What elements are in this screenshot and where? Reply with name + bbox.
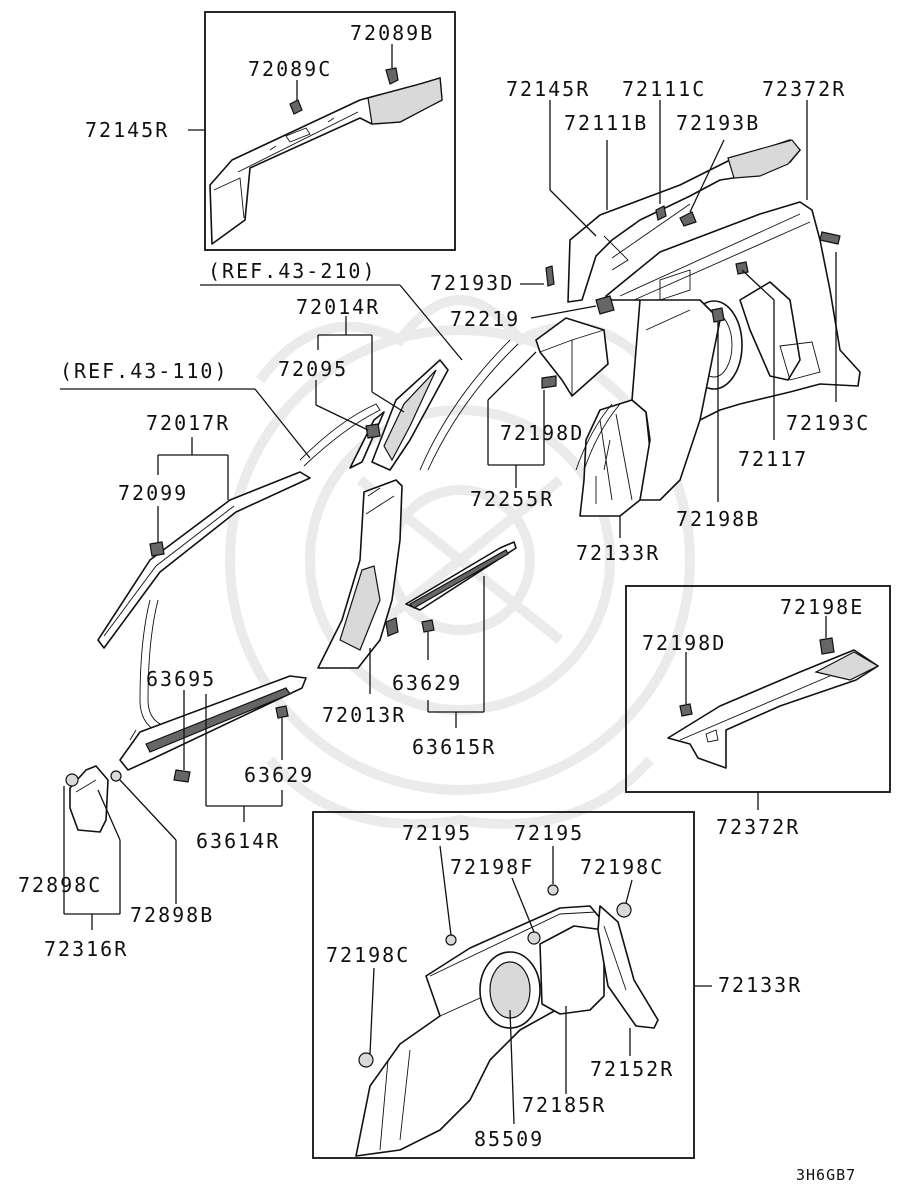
label-72372R-inset: 72372R (716, 815, 800, 839)
label-72145R-inset: 72145R (85, 118, 169, 142)
pillar-72014R (349, 359, 449, 471)
watermark-emblem (225, 295, 695, 829)
label-72198E: 72198E (780, 595, 864, 619)
diagram-code: 3H6GB7 (796, 1166, 856, 1184)
label-85509: 85509 (474, 1127, 544, 1151)
label-72198C-b: 72198C (326, 943, 410, 967)
label-72089B: 72089B (350, 21, 434, 45)
label-72195-a: 72195 (402, 821, 472, 845)
rail-line (419, 339, 511, 471)
label-72089C: 72089C (248, 57, 332, 81)
label-72198B: 72198B (676, 507, 760, 531)
label-63615R: 63615R (412, 735, 496, 759)
label-72145R: 72145R (506, 77, 590, 101)
label-72133R-inset: 72133R (718, 973, 802, 997)
rear-quarter-assembly (545, 139, 861, 517)
label-72133R-top: 72133R (576, 541, 660, 565)
label-63629-b: 63629 (244, 763, 314, 787)
clip-63629-b (275, 705, 289, 719)
label-72255R: 72255R (470, 487, 554, 511)
label-72316R: 72316R (44, 937, 128, 961)
label-72219: 72219 (450, 307, 520, 331)
clip-63629-a (421, 619, 435, 633)
clip-63695 (173, 769, 191, 783)
reference-43-110: (REF.43-110) (60, 359, 229, 383)
scuff-plate-63614R (119, 675, 307, 771)
inset-72372R-part (667, 637, 880, 769)
reference-43-210: (REF.43-210) (208, 259, 377, 283)
inset-72145R-part (209, 67, 443, 245)
label-72014R: 72014R (296, 295, 380, 319)
label-72095: 72095 (278, 357, 348, 381)
label-72152R: 72152R (590, 1057, 674, 1081)
label-72193C: 72193C (786, 411, 870, 435)
label-72198D-inset: 72198D (642, 631, 726, 655)
bracket-72255R (535, 317, 609, 397)
label-72013R: 72013R (322, 703, 406, 727)
label-72017R: 72017R (146, 411, 230, 435)
inset-72145R-frame (204, 11, 456, 251)
label-72195-b: 72195 (514, 821, 584, 845)
label-72198D: 72198D (500, 421, 584, 445)
rail-72017R (97, 403, 381, 649)
label-72111C: 72111C (622, 77, 706, 101)
kick-panel-72316R (65, 765, 122, 833)
label-72099: 72099 (118, 481, 188, 505)
label-72898C: 72898C (18, 873, 102, 897)
label-63629-a: 63629 (392, 671, 462, 695)
label-72193B: 72193B (676, 111, 760, 135)
inset-72133R-part (355, 884, 659, 1157)
inset-72133R-frame (312, 811, 695, 1159)
label-72898B: 72898B (130, 903, 214, 927)
pillar-72013R (317, 479, 403, 669)
label-63695: 63695 (146, 667, 216, 691)
scuff-plate-63615R (405, 541, 517, 611)
label-72111B: 72111B (564, 111, 648, 135)
label-72193D: 72193D (430, 271, 514, 295)
label-72198F: 72198F (450, 855, 534, 879)
label-72117: 72117 (738, 447, 808, 471)
label-72198C-a: 72198C (580, 855, 664, 879)
label-63614R: 63614R (196, 829, 280, 853)
label-72372R-top: 72372R (762, 77, 846, 101)
label-72185R: 72185R (522, 1093, 606, 1117)
